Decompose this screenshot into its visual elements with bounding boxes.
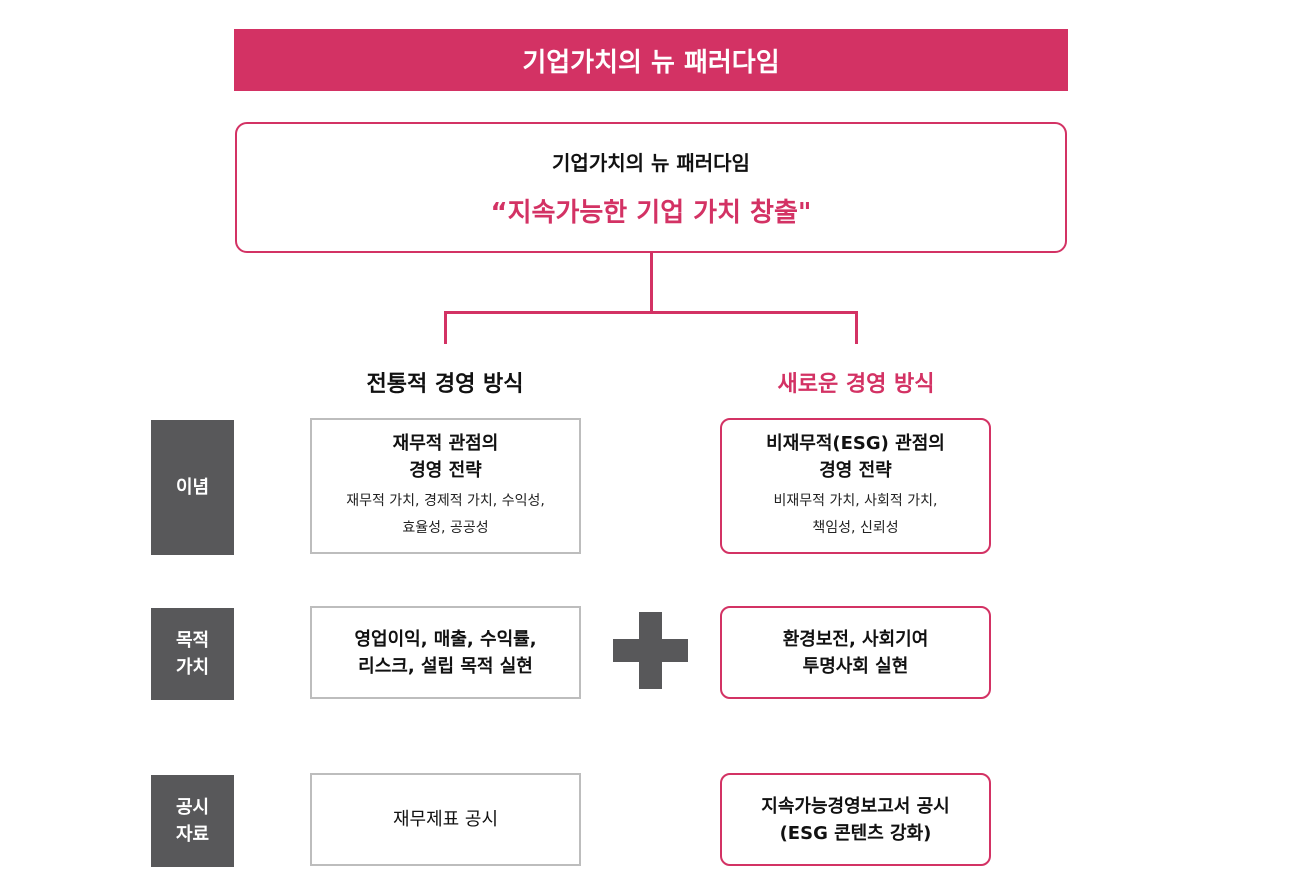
box-title: 지속가능경영보고서 공시 (ESG 콘텐츠 강화)	[761, 795, 950, 844]
paradigm-slogan: “지속가능한 기업 가치 창출"	[490, 197, 812, 228]
box-subtitle: 재무적 가치, 경제적 가치, 수익성, 효율성, 공공성	[346, 493, 545, 536]
box-subtitle: 비재무적 가치, 사회적 가치, 책임성, 신뢰성	[773, 493, 938, 536]
plus-icon-bar	[613, 639, 688, 662]
connector-right	[855, 311, 858, 344]
paradigm-title: 기업가치의 뉴 패러다임	[552, 150, 750, 175]
traditional-disclosure-box: 재무제표 공시	[310, 773, 581, 866]
paradigm-box: 기업가치의 뉴 패러다임 “지속가능한 기업 가치 창출"	[235, 122, 1067, 253]
new-ideology-box: 비재무적(ESG) 관점의 경영 전략 비재무적 가치, 사회적 가치, 책임성…	[720, 418, 991, 554]
box-title: 비재무적(ESG) 관점의 경영 전략	[766, 433, 945, 482]
traditional-purpose-box: 영업이익, 매출, 수익률, 리스크, 설립 목적 실현	[310, 606, 581, 699]
new-header: 새로운 경영 방식	[777, 372, 935, 397]
row-label-ideology: 이념	[151, 420, 234, 555]
box-title: 재무적 관점의 경영 전략	[392, 433, 499, 482]
connector-stem	[650, 252, 653, 314]
traditional-ideology-box: 재무적 관점의 경영 전략 재무적 가치, 경제적 가치, 수익성, 효율성, …	[310, 418, 581, 554]
title-banner: 기업가치의 뉴 패러다임	[234, 29, 1068, 91]
box-title: 재무제표 공시	[392, 809, 499, 830]
box-title: 영업이익, 매출, 수익률, 리스크, 설립 목적 실현	[354, 628, 537, 677]
new-disclosure-box: 지속가능경영보고서 공시 (ESG 콘텐츠 강화)	[720, 773, 991, 866]
new-purpose-box: 환경보전, 사회기여 투명사회 실현	[720, 606, 991, 699]
traditional-header: 전통적 경영 방식	[366, 372, 524, 397]
row-label-disclosure: 공시 자료	[151, 775, 234, 867]
box-title: 환경보전, 사회기여 투명사회 실현	[782, 628, 929, 677]
connector-left	[444, 311, 447, 344]
connector-bar	[444, 311, 858, 314]
row-label-purpose: 목적 가치	[151, 608, 234, 700]
